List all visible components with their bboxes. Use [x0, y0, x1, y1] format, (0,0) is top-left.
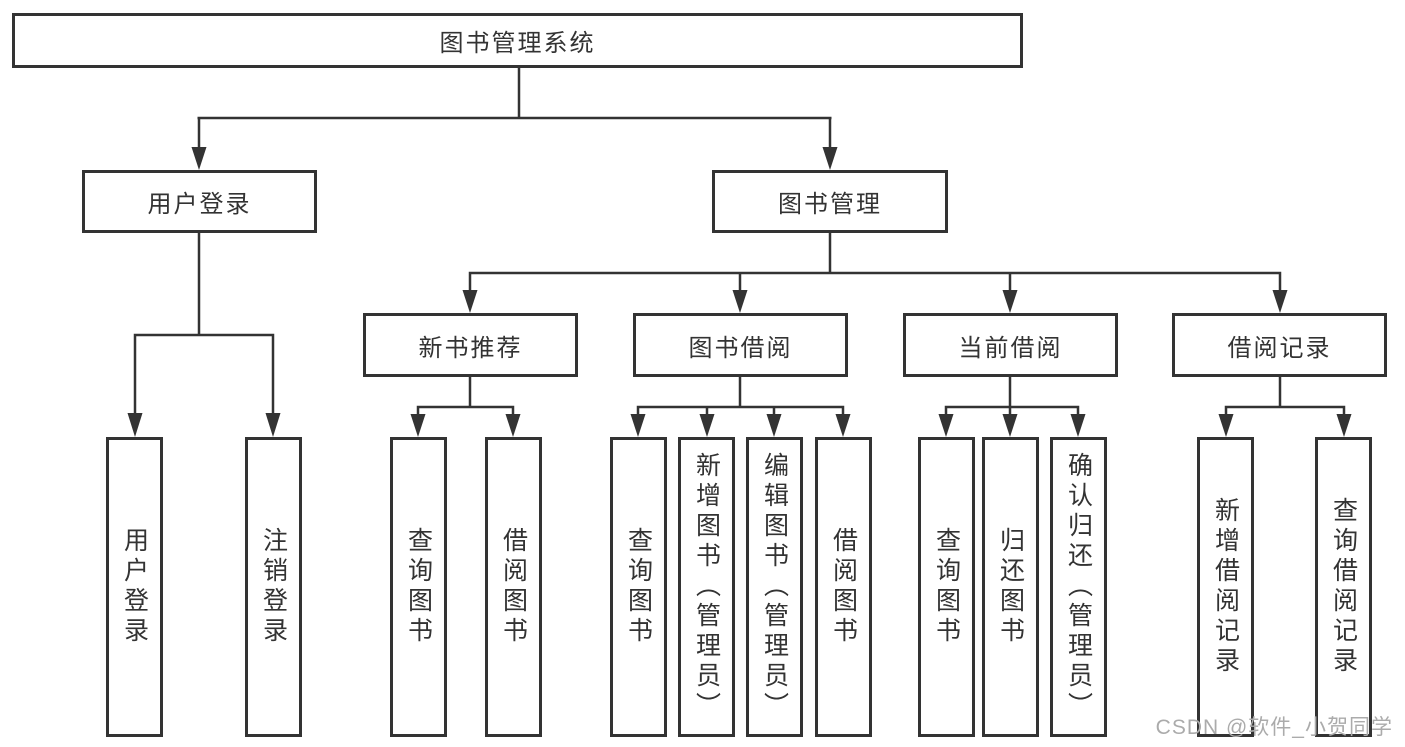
arrowhead [766, 414, 782, 437]
arrowhead [938, 414, 954, 437]
node-book-management: 图书管理 [712, 170, 948, 233]
node-new-book-recommend: 新书推荐 [363, 313, 578, 377]
leaf-add-borrow-record: 新增借阅记录 [1197, 437, 1254, 737]
node-user-login: 用户登录 [82, 170, 317, 233]
arrowhead [1002, 414, 1018, 437]
branch-current-borrow [938, 376, 1086, 437]
branch-book-borrow [630, 376, 851, 437]
arrowhead [127, 413, 143, 437]
leaf-query-book-recommend: 查询图书 [390, 437, 447, 737]
branch-user-login [127, 232, 281, 437]
leaf-edit-book-admin: 编辑图书（管理员） [746, 437, 803, 737]
leaf-user-login: 用户登录 [106, 437, 163, 737]
leaf-borrow-book: 借阅图书 [815, 437, 872, 737]
arrowhead [732, 290, 748, 313]
arrowhead [1272, 290, 1288, 313]
node-borrow-records: 借阅记录 [1172, 313, 1387, 377]
arrowhead [699, 414, 715, 437]
arrowhead [505, 414, 521, 437]
branch-book-management [462, 232, 1288, 313]
arrowhead [1336, 414, 1352, 437]
branch-root [191, 67, 838, 170]
branch-new-book-recommend [410, 376, 521, 437]
leaf-logout: 注销登录 [245, 437, 302, 737]
node-current-borrow: 当前借阅 [903, 313, 1118, 377]
leaf-add-book-admin: 新增图书（管理员） [678, 437, 735, 737]
arrowhead [1002, 290, 1018, 313]
arrowhead [1070, 414, 1086, 437]
arrowhead [410, 414, 426, 437]
leaf-return-book: 归还图书 [982, 437, 1039, 737]
arrowhead [265, 413, 281, 437]
leaf-query-book-current: 查询图书 [918, 437, 975, 737]
leaf-query-borrow-record: 查询借阅记录 [1315, 437, 1372, 737]
arrowhead [191, 147, 207, 170]
arrowhead [630, 414, 646, 437]
leaf-borrow-book-recommend: 借阅图书 [485, 437, 542, 737]
leaf-confirm-return-admin: 确认归还（管理员） [1050, 437, 1107, 737]
node-book-borrow: 图书借阅 [633, 313, 848, 377]
arrowhead [822, 147, 838, 170]
arrowhead [1218, 414, 1234, 437]
arrowhead [462, 290, 478, 313]
arrowhead [835, 414, 851, 437]
leaf-query-book-borrow: 查询图书 [610, 437, 667, 737]
node-root-system: 图书管理系统 [12, 13, 1023, 68]
branch-borrow-records [1218, 376, 1352, 437]
